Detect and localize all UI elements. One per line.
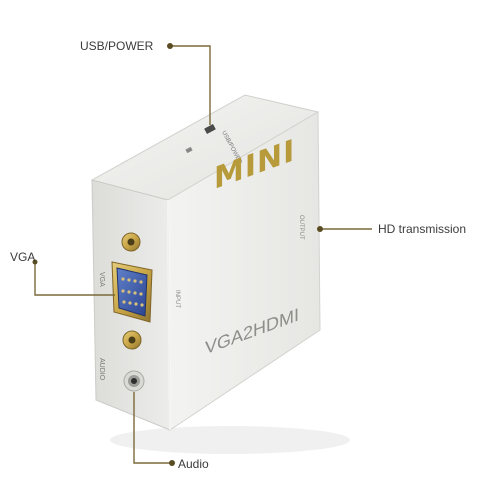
output-side-label: OUTPUT bbox=[298, 215, 304, 240]
usb-power-leader bbox=[170, 45, 211, 125]
vga-callout-label: VGA bbox=[10, 250, 36, 264]
vga-leader bbox=[34, 260, 115, 296]
audio-leader-dot bbox=[169, 460, 175, 466]
audio-callout-label: Audio bbox=[178, 457, 209, 471]
input-side-label: INPUT bbox=[174, 290, 180, 308]
usb-power-leader-dot bbox=[167, 43, 173, 49]
vga-leader-dot bbox=[32, 259, 38, 265]
audio-jack-icon bbox=[123, 370, 145, 392]
audio-leader bbox=[133, 392, 172, 464]
usb-power-callout-label: USB/POWER bbox=[80, 39, 154, 53]
vga-port-icon bbox=[111, 232, 153, 350]
hd-transmission-callout-label: HD transmission bbox=[378, 222, 467, 236]
audio-front-label: AUDIO bbox=[98, 358, 105, 381]
hd-transmission-leader-dot bbox=[317, 226, 323, 232]
device-edge-highlight bbox=[167, 199, 171, 431]
vga-front-label: VGA bbox=[98, 272, 105, 287]
device-shadow bbox=[110, 426, 350, 454]
usb-port-icon bbox=[185, 124, 216, 154]
